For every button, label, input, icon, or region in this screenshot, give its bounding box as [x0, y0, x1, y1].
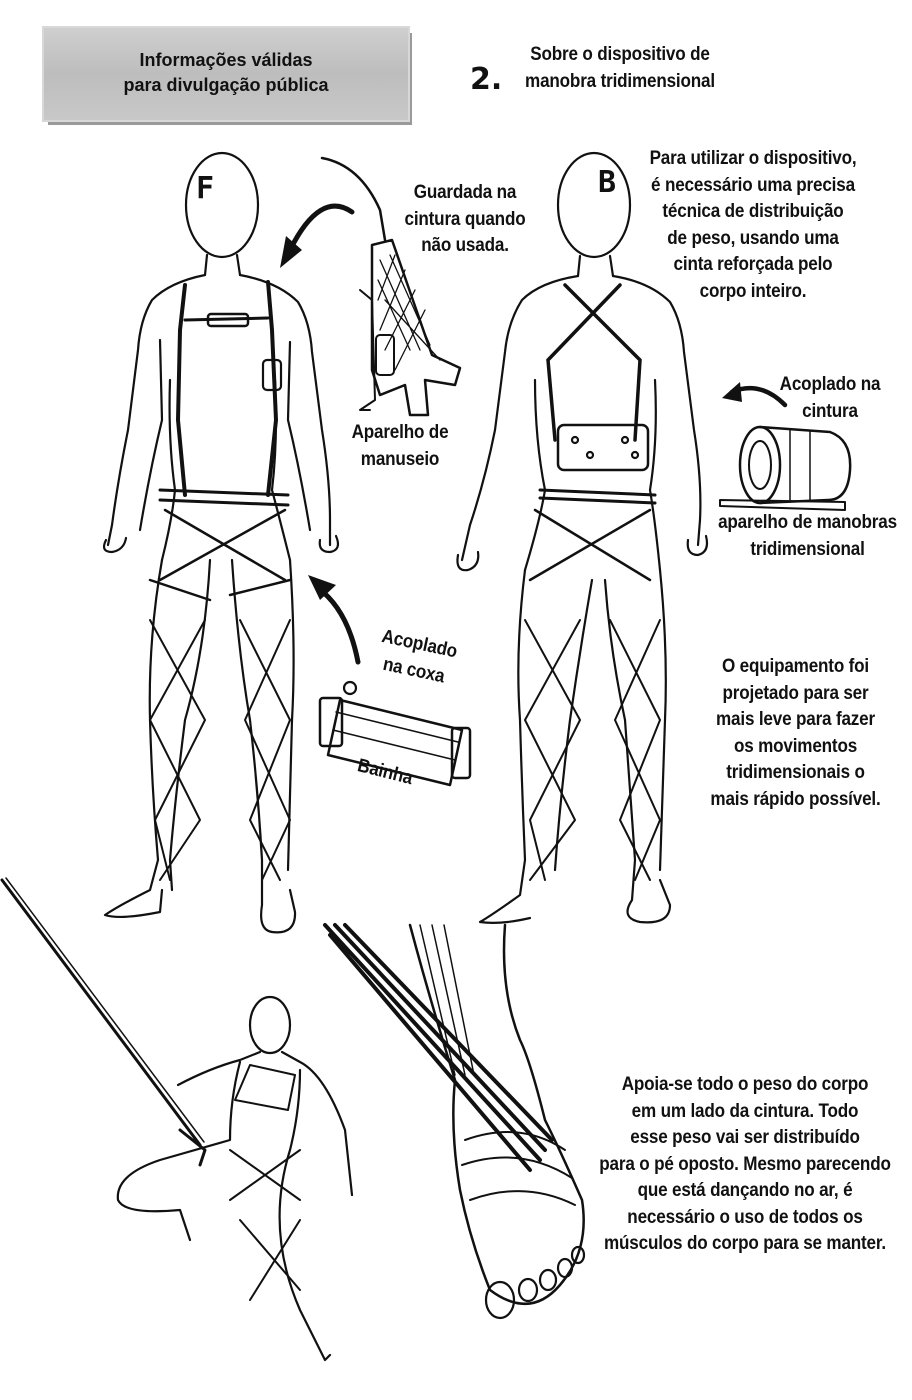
label-aparelho-manobras: aparelho de manobras tridimensional — [715, 510, 900, 563]
text-apoia-line: Apoia-se todo o peso do corpo — [621, 1074, 869, 1095]
text-apoia-line: necessário o uso de todos os — [627, 1206, 863, 1228]
info-banner: Informações válidas para divulgação públ… — [44, 28, 408, 120]
foot-closeup — [323, 923, 586, 1320]
front-figure — [102, 151, 340, 934]
text-equipamento-line: os movimentos — [733, 735, 858, 757]
text-equipamento-line: O equipamento foi — [721, 656, 870, 677]
text-apoia-line: em um lado da cintura. Todo — [631, 1100, 859, 1122]
arrow-guardada — [287, 203, 355, 253]
label-acoplado-cintura: Acoplado na cintura — [776, 372, 884, 425]
text-equipamento-line: mais rápido possível. — [710, 788, 881, 810]
back-marker: B — [598, 165, 616, 200]
front-marker: F — [196, 171, 214, 206]
text-apoia-line: músculos do corpo para se manter. — [603, 1233, 887, 1254]
label-manuseio-line: Aparelho de — [351, 422, 449, 443]
label-manuseio-line: manuseio — [360, 448, 440, 470]
gas-canister — [719, 425, 852, 511]
text-equipamento-line: projetado para ser — [722, 682, 869, 704]
text-apoia-line: para o pé oposto. Mesmo parecendo — [599, 1153, 891, 1175]
text-utilizar-line: corpo inteiro. — [699, 280, 807, 302]
text-utilizar-line: é necessário uma precisa — [651, 174, 855, 196]
label-manobras-line: tridimensional — [750, 538, 865, 560]
banner-line-2: para divulgação pública — [123, 75, 329, 95]
label-manobras-line: aparelho de manobras — [718, 512, 897, 533]
label-cintura-line: cintura — [802, 400, 858, 422]
text-equipamento: O equipamento foi projetado para ser mai… — [699, 654, 893, 813]
arrow-coxa — [315, 585, 361, 665]
text-apoia: Apoia-se todo o peso do corpo em um lado… — [597, 1072, 894, 1258]
text-equipamento-line: mais leve para fazer — [716, 709, 875, 730]
blade-sheath — [318, 680, 472, 787]
section-title-line-1: Sobre o dispositivo de — [530, 44, 710, 65]
label-guardada: Guardada na cintura quando não usada. — [393, 180, 537, 260]
text-apoia-line: esse peso vai ser distribuído — [630, 1127, 860, 1148]
section-title-line-2: manobra tridimensional — [525, 70, 715, 92]
label-guardada-line: não usada. — [421, 235, 509, 256]
section-number: 2. — [470, 62, 503, 97]
text-utilizar: Para utilizar o dispositivo, é necessári… — [641, 146, 866, 305]
flying-figure — [0, 877, 354, 1362]
text-equipamento-line: tridimensionais o — [726, 762, 865, 783]
handle-device — [320, 156, 462, 417]
text-utilizar-line: de peso, usando uma — [667, 227, 839, 249]
banner-line-1: Informações válidas — [139, 50, 313, 70]
section-title: Sobre o dispositivo de manobra tridimens… — [521, 42, 719, 95]
label-aparelho-manuseio: Aparelho de manuseio — [342, 420, 459, 473]
label-guardada-line: Guardada na — [413, 182, 517, 203]
text-apoia-line: que está dançando no ar, é — [637, 1180, 853, 1201]
text-utilizar-line: cinta reforçada pelo — [673, 254, 833, 275]
label-guardada-line: cintura quando — [404, 208, 526, 230]
label-cintura-line: Acoplado na — [779, 374, 881, 395]
back-figure — [456, 151, 709, 924]
text-utilizar-line: Para utilizar o dispositivo, — [649, 148, 857, 169]
text-utilizar-line: técnica de distribuição — [662, 201, 844, 222]
